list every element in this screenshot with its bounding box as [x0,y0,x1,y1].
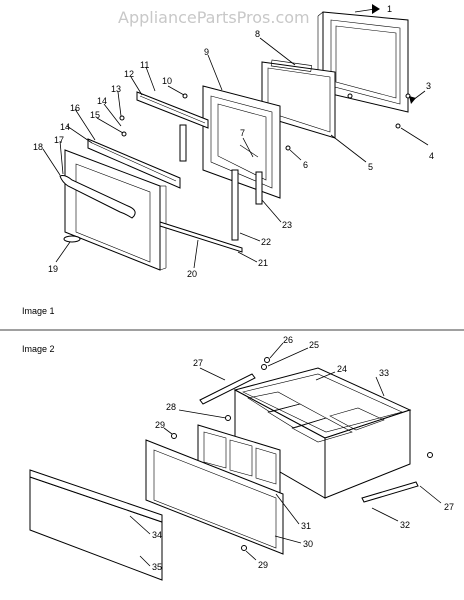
door-assembly [42,4,429,271]
callout-23: 23 [282,220,292,230]
callout-7: 7 [240,128,245,138]
part-33-drawer-box [233,367,412,499]
callout-32: 32 [400,520,410,530]
part-35-outer-panel [29,469,163,581]
part-16-door-trim [87,138,181,189]
callout-9: 9 [204,47,209,57]
part-31-drawer-frame [197,424,281,501]
callout-29b: 29 [258,560,268,570]
callout-5: 5 [368,162,373,172]
callout-25: 25 [309,340,319,350]
arrow-1-icon [372,4,380,14]
callout-20: 20 [187,269,197,279]
callout-27a: 27 [193,358,203,368]
part-9-inner-door [202,85,281,199]
leader-lines-1 [42,8,429,269]
part-17-outer-door [64,149,167,271]
part-27-slide-rails [199,373,419,503]
callout-22: 22 [261,237,271,247]
drawer-assembly [29,342,442,581]
section-label-image-1: Image 1 [22,306,55,316]
callout-1: 1 [387,4,392,14]
callout-26: 26 [283,335,293,345]
callout-33: 33 [379,368,389,378]
part-18-door-handle [59,175,136,219]
callout-6: 6 [303,160,308,170]
part-30-drawer-front [145,439,284,555]
part-20-bottom-trim [159,221,243,253]
callout-28: 28 [166,402,176,412]
callout-29a: 29 [155,420,165,430]
callout-14b: 14 [60,122,70,132]
callout-numbers: 1 3 4 5 6 7 8 9 10 11 12 13 14 14 15 16 … [33,4,454,572]
callout-35: 35 [152,562,162,572]
callout-10: 10 [162,76,172,86]
callout-4: 4 [429,151,434,161]
leader-lines-2 [129,342,442,567]
screws [119,93,411,151]
callout-14a: 14 [97,96,107,106]
part-1-door-frame [317,11,409,113]
part-22-hinge [179,124,263,241]
callout-30: 30 [303,539,313,549]
part-19-clip [63,235,81,243]
arrow-3-icon [409,96,416,104]
callout-11: 11 [140,60,149,70]
callout-34: 34 [152,530,162,540]
callout-19: 19 [48,264,58,274]
callout-18: 18 [33,142,43,152]
callout-3: 3 [426,81,431,91]
callout-15: 15 [90,110,100,120]
callout-21: 21 [258,258,268,268]
callout-8: 8 [255,29,260,39]
callout-27b: 27 [444,502,454,512]
callout-24: 24 [337,364,347,374]
section-label-image-2: Image 2 [22,344,55,354]
callout-13: 13 [111,84,121,94]
watermark-text: AppliancePartsPros.com [118,8,310,27]
callout-17: 17 [54,135,64,145]
callout-12: 12 [124,69,134,79]
callout-16: 16 [70,103,80,113]
callout-31: 31 [301,521,311,531]
part-12-vent-bar [136,91,209,129]
